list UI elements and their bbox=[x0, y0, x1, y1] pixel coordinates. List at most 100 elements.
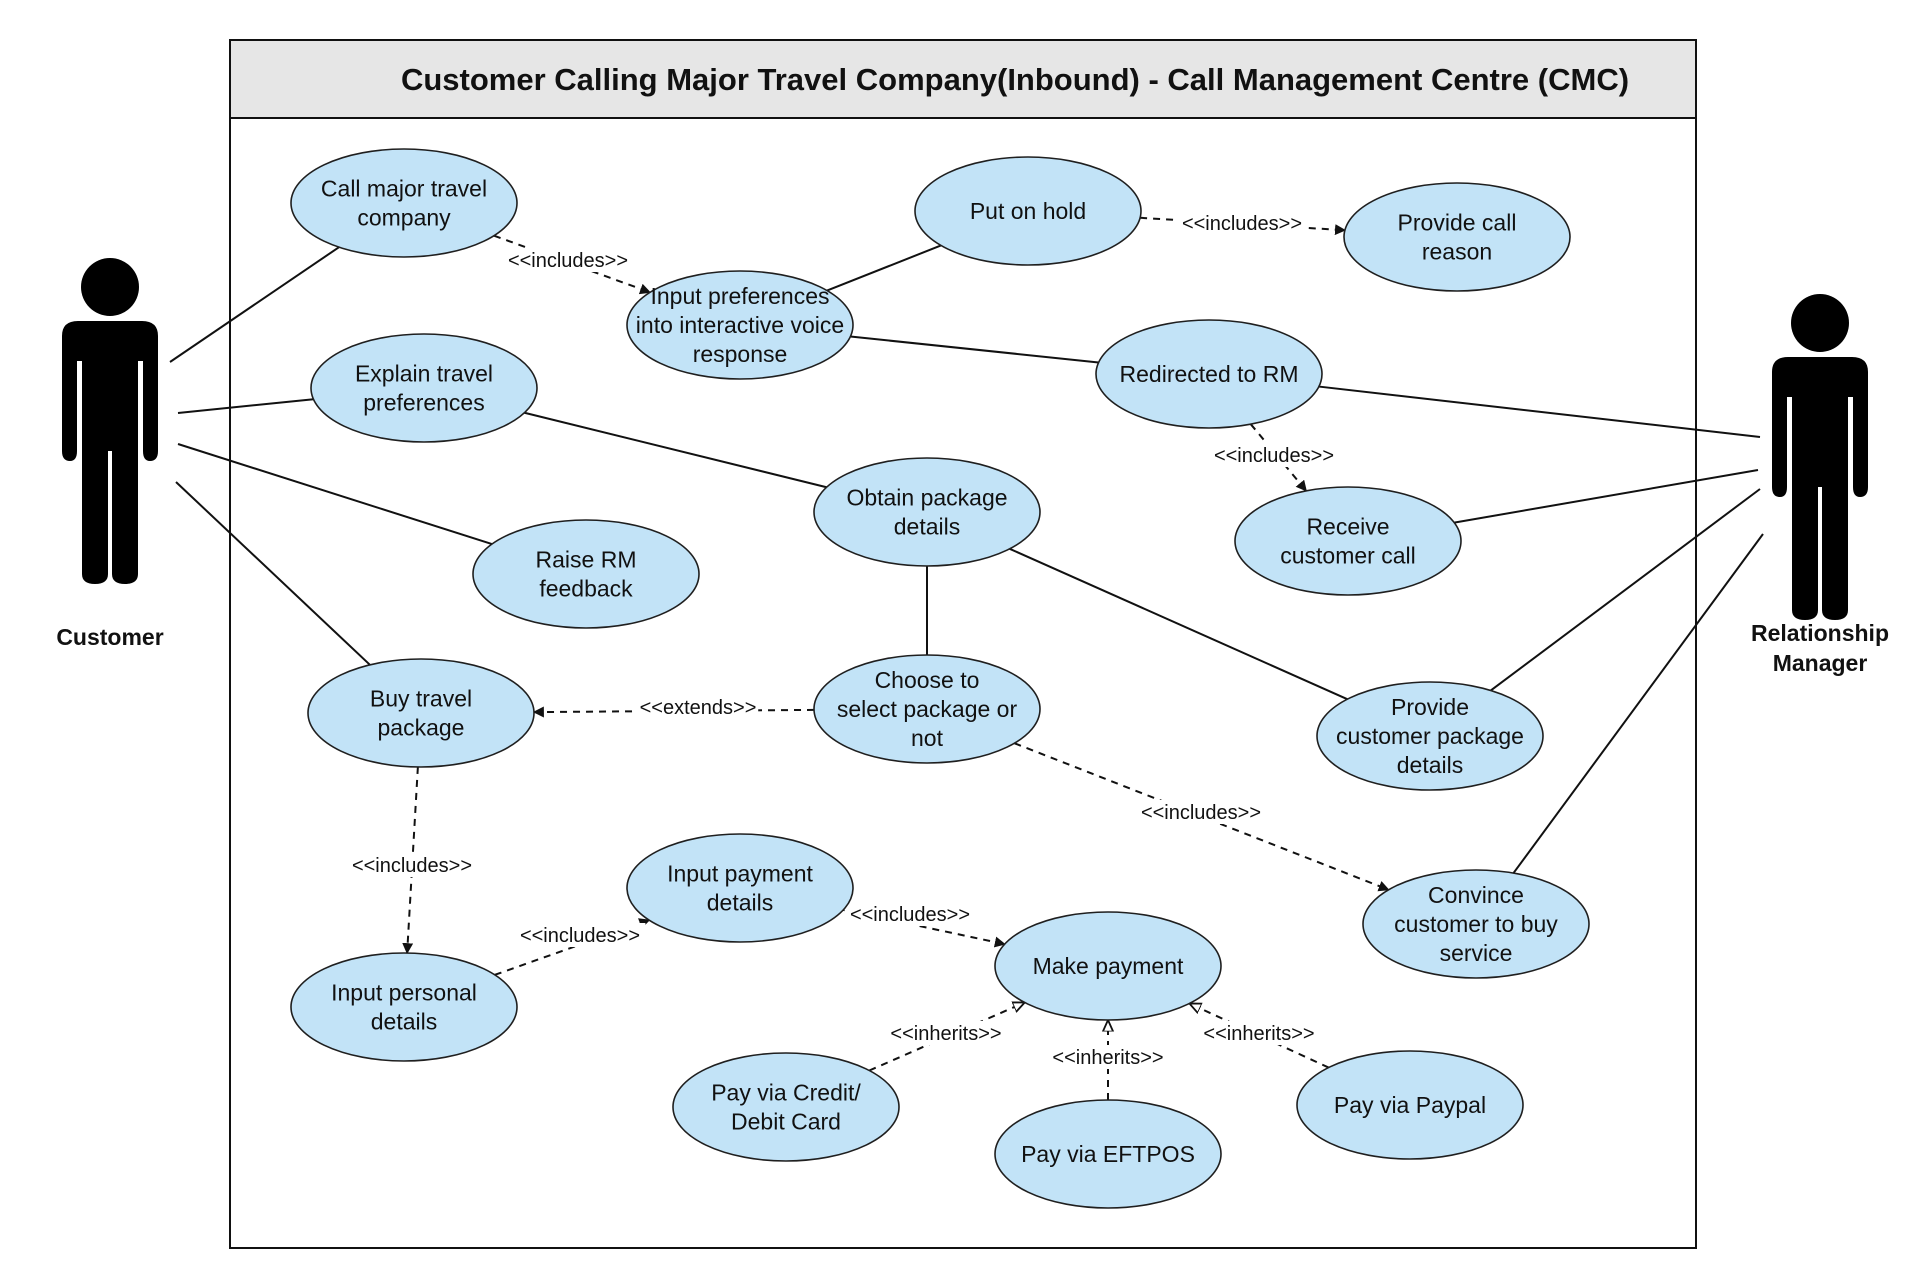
use-case-eftpos[interactable]: Pay via EFTPOS bbox=[994, 1099, 1222, 1209]
dependency-label-bg bbox=[1193, 1021, 1325, 1045]
dependency-label-bg bbox=[880, 1021, 1012, 1045]
dependency-label: <<includes>> bbox=[508, 250, 628, 272]
association-input_pref-hold bbox=[826, 244, 942, 292]
use-case-ellipse bbox=[1095, 319, 1323, 429]
use-case-personal[interactable]: Input personal details bbox=[290, 952, 518, 1062]
dependency-label-bg bbox=[346, 853, 478, 877]
association-explain-obtain bbox=[524, 411, 827, 489]
use-case-label: customer package bbox=[1336, 723, 1524, 749]
actor-label: Customer bbox=[56, 624, 163, 650]
use-case-label: Pay via Paypal bbox=[1334, 1092, 1486, 1118]
use-case-ellipse bbox=[1362, 869, 1590, 979]
use-case-paypal[interactable]: Pay via Paypal bbox=[1296, 1050, 1524, 1160]
use-case-label: Input preferences bbox=[650, 283, 829, 309]
dependency-label: <<includes>> bbox=[850, 904, 970, 926]
use-case-ellipse bbox=[307, 658, 535, 768]
system-header bbox=[229, 39, 1697, 119]
use-case-label: Provide bbox=[1391, 694, 1469, 720]
use-case-receive[interactable]: Receive customer call bbox=[1234, 486, 1462, 596]
use-case-ellipse bbox=[1234, 486, 1462, 596]
use-case-label: Put on hold bbox=[970, 198, 1086, 224]
use-case-label: response bbox=[693, 341, 788, 367]
use-case-label: Buy travel bbox=[370, 686, 472, 712]
use-case-label: Redirected to RM bbox=[1120, 361, 1299, 387]
use-case-ellipse bbox=[994, 911, 1222, 1021]
use-case-ellipse bbox=[626, 270, 854, 380]
use-case-obtain[interactable]: Obtain package details bbox=[813, 457, 1041, 567]
use-case-label: Explain travel bbox=[355, 361, 493, 387]
use-case-label: company bbox=[357, 205, 451, 231]
dependency-label: <<includes>> bbox=[1182, 213, 1302, 235]
use-case-ellipse bbox=[994, 1099, 1222, 1209]
dependency-label-bg bbox=[1176, 211, 1308, 235]
person-icon bbox=[62, 258, 158, 584]
use-case-hold[interactable]: Put on hold bbox=[914, 156, 1142, 266]
actor-customer: Customer bbox=[56, 258, 164, 650]
use-case-feedback[interactable]: Raise RM feedback bbox=[472, 519, 700, 629]
use-case-label: feedback bbox=[539, 576, 633, 602]
use-case-ellipse bbox=[290, 148, 518, 258]
use-case-provide-pkg[interactable]: Provide customer package details bbox=[1316, 681, 1544, 791]
use-case-label: into interactive voice bbox=[636, 312, 844, 338]
use-case-label: Call major travel bbox=[321, 176, 487, 202]
association-obtain-provide_pkg bbox=[1009, 547, 1348, 701]
association-customer-buy bbox=[175, 481, 371, 666]
use-case-label: details bbox=[707, 890, 773, 916]
use-case-label: Input payment bbox=[667, 861, 813, 887]
person-icon bbox=[1772, 294, 1868, 620]
use-case-label: Receive bbox=[1306, 514, 1389, 540]
use-case-label: Input personal bbox=[331, 980, 477, 1006]
dependency-label: <<includes>> bbox=[352, 855, 472, 877]
use-case-label: details bbox=[371, 1009, 437, 1035]
use-case-ellipse bbox=[1316, 681, 1544, 791]
use-case-ellipse bbox=[626, 833, 854, 943]
use-case-ellipse bbox=[472, 519, 700, 629]
actor-label: Manager bbox=[1773, 650, 1868, 676]
dependency-label-bg bbox=[637, 695, 759, 719]
use-case-ellipse bbox=[914, 156, 1142, 266]
use-case-label: Raise RM bbox=[536, 547, 637, 573]
use-case-input-pref[interactable]: Input preferences into interactive voice r… bbox=[626, 270, 854, 380]
use-case-ellipse bbox=[290, 952, 518, 1062]
use-case-call[interactable]: Call major travel company bbox=[290, 148, 518, 258]
use-case-label: select package or bbox=[837, 696, 1018, 722]
use-case-label: Debit Card bbox=[731, 1109, 841, 1135]
use-case-label: details bbox=[1397, 752, 1463, 778]
use-case-make-payment[interactable]: Make payment bbox=[994, 911, 1222, 1021]
association-redirect-rm bbox=[1318, 385, 1761, 438]
use-case-label: Convince bbox=[1428, 882, 1524, 908]
diagram-title: Customer Calling Major Travel Company(In… bbox=[401, 62, 1629, 97]
use-case-ellipse bbox=[1343, 182, 1571, 292]
association-receive-rm bbox=[1454, 469, 1759, 524]
use-case-label: customer call bbox=[1280, 543, 1415, 569]
use-case-label: Obtain package bbox=[846, 485, 1007, 511]
association-customer-call bbox=[169, 246, 340, 363]
association-customer-explain bbox=[177, 398, 314, 414]
dependency-label-bg bbox=[502, 248, 634, 272]
use-case-ellipse bbox=[813, 457, 1041, 567]
use-case-label: details bbox=[894, 514, 960, 540]
dependency-label: <<inherits>> bbox=[1203, 1023, 1314, 1045]
use-case-card[interactable]: Pay via Credit/Debit Card bbox=[672, 1052, 900, 1162]
dependency-label-bg bbox=[1208, 443, 1340, 467]
dependency-label-bg bbox=[844, 902, 976, 926]
dependency-label: <<includes>> bbox=[1214, 445, 1334, 467]
association-input_pref-redirect bbox=[850, 335, 1099, 364]
use-case-redirect[interactable]: Redirected to RM bbox=[1095, 319, 1323, 429]
use-case-label: Make payment bbox=[1033, 953, 1184, 979]
use-case-label: Pay via Credit/ bbox=[711, 1080, 861, 1106]
dependency-label-bg bbox=[514, 923, 646, 947]
dependency-label-bg bbox=[1042, 1045, 1174, 1069]
dependency-label: <<inherits>> bbox=[1052, 1047, 1163, 1069]
use-case-label: Pay via EFTPOS bbox=[1021, 1141, 1195, 1167]
use-case-payment-details[interactable]: Input payment details bbox=[626, 833, 854, 943]
use-case-ellipse bbox=[672, 1052, 900, 1162]
dependency-label: <<inherits>> bbox=[890, 1023, 1001, 1045]
